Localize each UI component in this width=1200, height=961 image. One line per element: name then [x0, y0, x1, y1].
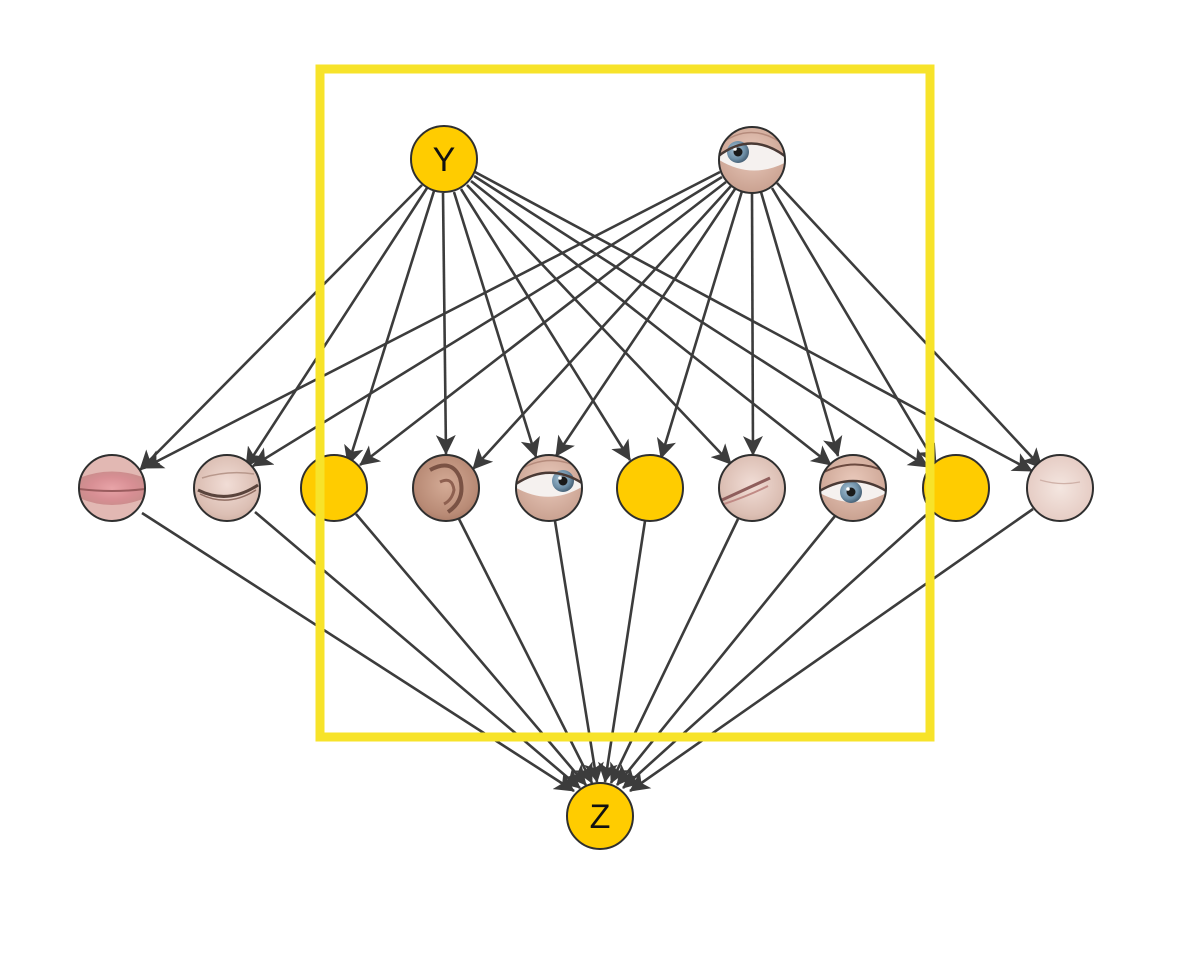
- node-m3-circle: [300, 454, 368, 522]
- edge-eye-m2: [252, 175, 723, 468]
- highlight-box: [315, 64, 935, 742]
- node-z-circle: [566, 782, 634, 850]
- node-y-label: Y: [433, 141, 456, 179]
- node-m10-circle: [1026, 454, 1094, 522]
- edge-eye-m10: [776, 182, 1043, 469]
- node-top-eye-circle: [718, 126, 786, 194]
- edge-eye-m8: [759, 191, 843, 457]
- edge-m5-z: [553, 520, 604, 783]
- edge-y-m6: [459, 188, 632, 461]
- node-m8: [819, 454, 887, 522]
- edge-y-m7: [466, 184, 732, 465]
- edge-y-m5: [452, 191, 540, 458]
- node-m5-circle: [515, 454, 583, 522]
- edge-m2-z: [254, 511, 581, 789]
- node-z-label: Z: [590, 798, 611, 836]
- node-m4: [412, 454, 480, 522]
- lips-icon: [79, 455, 145, 521]
- edge-y-m8: [470, 179, 832, 467]
- node-m6: [616, 454, 684, 522]
- node-m3: [300, 454, 368, 522]
- edge-y-m9: [473, 174, 929, 469]
- eye-icon: [820, 455, 886, 521]
- edge-m1-z: [141, 511, 575, 793]
- node-m4-circle: [412, 454, 480, 522]
- node-m7: [718, 454, 786, 522]
- ear-icon: [413, 455, 479, 521]
- edge-eye-m1: [143, 170, 721, 470]
- edge-m6-z: [597, 520, 647, 783]
- mouth-corner-icon: [719, 455, 785, 521]
- eye-icon: [516, 455, 582, 521]
- edge-eye-m6: [656, 190, 744, 459]
- node-z: Z: [566, 782, 634, 850]
- edges-from-y: [139, 170, 1033, 473]
- edges-to-z: [141, 507, 1034, 793]
- node-m10: [1026, 454, 1094, 522]
- node-m2-circle: [193, 454, 261, 522]
- edge-m7-z: [609, 518, 740, 784]
- edges-from-top-eye: [143, 170, 1043, 470]
- edge-y-m4: [435, 192, 456, 455]
- edge-m10-z: [629, 507, 1034, 793]
- node-m2: [193, 454, 261, 522]
- edge-y-m1: [139, 184, 423, 471]
- node-m6-circle: [616, 454, 684, 522]
- edge-eye-m7: [742, 192, 763, 456]
- edge-eye-m9: [770, 187, 938, 465]
- node-m5: [515, 454, 583, 522]
- closed-eye-icon: [194, 455, 260, 521]
- node-top-eye: [718, 126, 786, 194]
- node-m1: [78, 454, 146, 522]
- node-y-circle: [410, 125, 478, 193]
- edge-m9-z: [622, 514, 927, 789]
- node-m9-circle: [922, 454, 990, 522]
- edge-m8-z: [615, 515, 837, 786]
- edge-eye-m3: [359, 180, 727, 467]
- skin-icon: [1027, 455, 1093, 521]
- node-y: Y: [410, 125, 478, 193]
- edge-eye-m5: [554, 188, 737, 457]
- node-m1-circle: [78, 454, 146, 522]
- edge-y-m3: [344, 190, 436, 466]
- node-m7-circle: [718, 454, 786, 522]
- edge-m3-z: [355, 513, 587, 786]
- node-m8-circle: [819, 454, 887, 522]
- edge-y-m2: [244, 187, 429, 468]
- edge-eye-m4: [472, 185, 732, 470]
- node-m9: [922, 454, 990, 522]
